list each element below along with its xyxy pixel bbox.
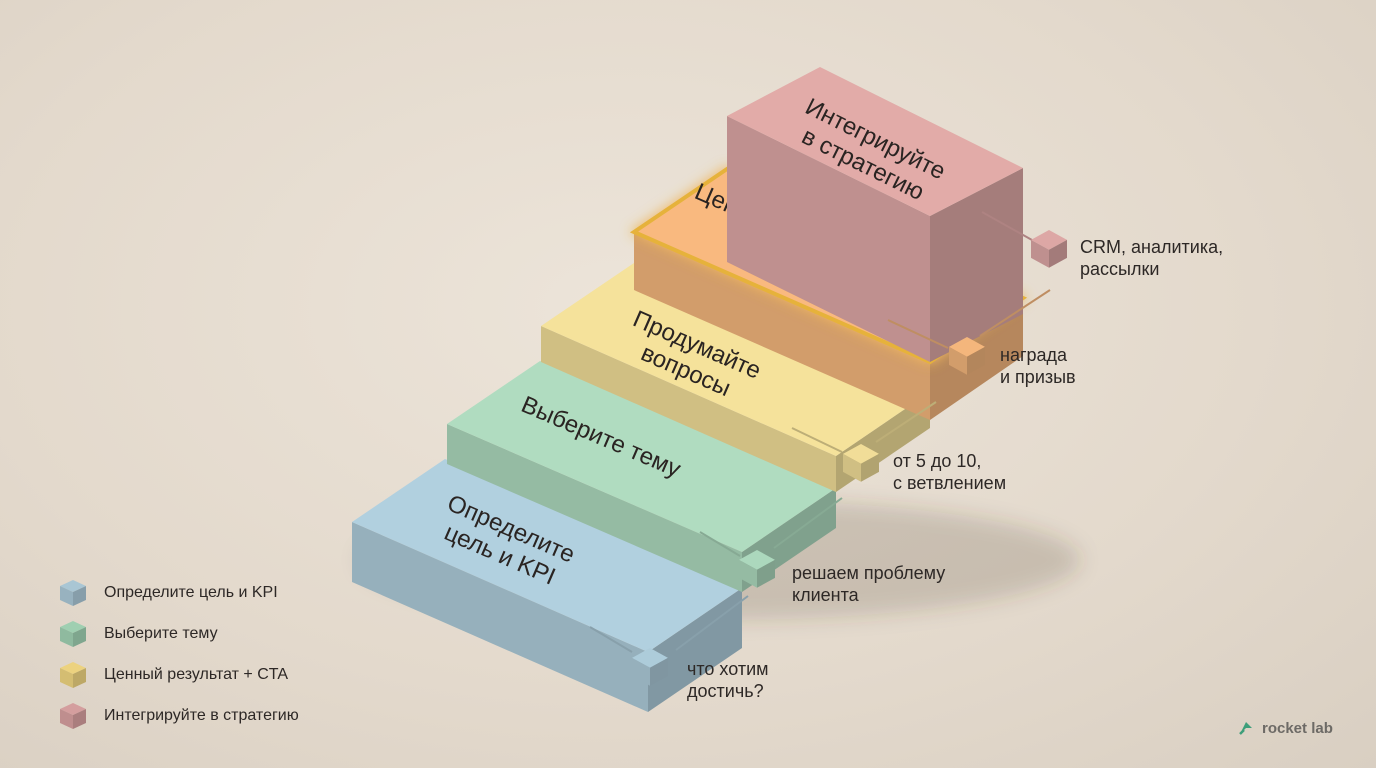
marker-cube-top	[843, 444, 879, 464]
legend-cube-icon	[60, 702, 86, 729]
step-note-strategy: CRM, аналитика, рассылки	[1080, 237, 1224, 279]
legend-label: Интегрируйте в стратегию	[104, 706, 299, 724]
marker-cube-right	[861, 453, 879, 482]
marker-cube-left	[949, 346, 967, 375]
step-front-face	[447, 424, 742, 592]
marker-cube-icon	[1031, 230, 1067, 268]
marker-cube-right	[650, 657, 668, 686]
connector-line	[675, 595, 749, 651]
step-side-face	[930, 168, 1023, 362]
legend-label: Определите цель и KPI	[104, 583, 278, 601]
step-top-face	[727, 67, 1023, 216]
step-note-result: награда и призыв	[1000, 345, 1076, 387]
step-note-goal: что хотим достичь?	[687, 659, 769, 701]
connector-line	[875, 401, 937, 443]
marker-cube-icon	[949, 337, 985, 375]
marker-cube-top	[1031, 230, 1067, 250]
connector-line	[981, 211, 1033, 241]
brand-label: rocket lab	[1262, 719, 1333, 737]
step-block-goal: Определитецель и KPI	[352, 459, 742, 712]
marker-cube-right	[967, 346, 985, 375]
legend-label: Выберите тему	[104, 624, 218, 642]
marker-cube-left	[739, 559, 757, 588]
legend-item: Интегрируйте в стратегию	[58, 695, 299, 736]
legend-cube-icon	[60, 579, 86, 606]
marker-cube-left	[1031, 239, 1049, 268]
legend-cube-icon	[60, 620, 86, 647]
connector-line	[887, 319, 949, 349]
step-front-face	[727, 116, 930, 362]
step-block-strategy: Интегрируйтев стратегию	[727, 67, 1023, 362]
marker-cube-top	[632, 648, 668, 668]
connector-line	[979, 289, 1051, 337]
connector-line	[791, 427, 843, 453]
legend-item: Определите цель и KPI	[58, 572, 299, 613]
step-front-face	[634, 232, 930, 420]
marker-cube-right	[1049, 239, 1067, 268]
marker-cube-icon	[739, 550, 775, 588]
marker-cube-left	[843, 453, 861, 482]
step-top-face	[541, 263, 930, 456]
step-front-face	[541, 326, 836, 492]
marker-cube-left	[632, 657, 650, 686]
marker-cube-top	[739, 550, 775, 570]
brand: rocket lab	[1236, 718, 1333, 738]
legend-item: Выберите тему	[58, 613, 299, 654]
marker-cube-icon	[843, 444, 879, 482]
step-note-topic: решаем проблему клиента	[792, 563, 946, 605]
step-top-face	[352, 459, 742, 652]
connector-line	[773, 497, 843, 549]
rocket-lab-logo-icon	[1239, 722, 1252, 735]
legend-item: Ценный результат + CTA	[58, 654, 299, 695]
step-note-questions: от 5 до 10, с ветвлением	[893, 451, 1007, 493]
connector-line	[699, 531, 741, 557]
connector-line	[589, 626, 633, 653]
legend-cube-icon	[60, 661, 86, 688]
step-front-face	[352, 522, 648, 712]
marker-cube-right	[757, 559, 775, 588]
marker-cube-icon	[632, 648, 668, 686]
marker-cube-top	[949, 337, 985, 357]
legend-label: Ценный результат + CTA	[104, 665, 289, 683]
legend: Определите цель и KPI Выберите тему Ценн…	[58, 572, 299, 736]
step-top-face	[447, 361, 836, 552]
